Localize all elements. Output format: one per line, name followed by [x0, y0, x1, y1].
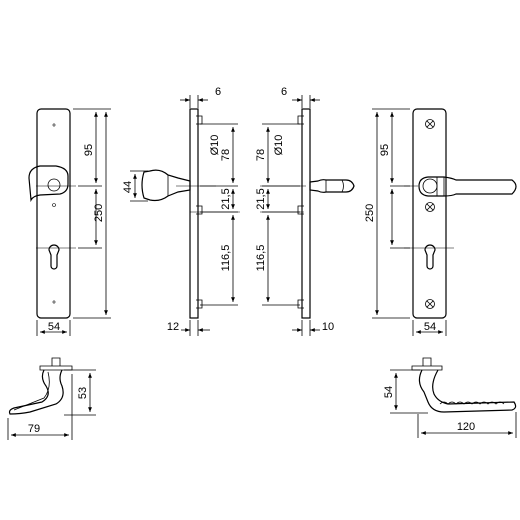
screw-mark-mid-left [52, 203, 56, 207]
rose-top-right [411, 357, 443, 371]
rosette-left [47, 178, 61, 192]
side-view-right: 6 78 Ø10 21,5 116,5 10 [255, 86, 355, 336]
dim-54-top: 54 [383, 386, 395, 398]
dim-d10-left: Ø10 [209, 135, 221, 156]
handle-stub-left [28, 165, 69, 203]
dim-10: 10 [322, 321, 334, 333]
dim-12: 12 [167, 321, 179, 333]
dim-116-5-left: 116,5 [220, 245, 232, 272]
front-view-left: 95 250 54 [28, 108, 111, 336]
dim-79: 79 [28, 423, 40, 435]
backplate-left [36, 108, 71, 319]
side-view-left: 6 Ø10 78 21,5 116,5 44 12 [122, 86, 240, 336]
keyhole-right [424, 244, 436, 270]
dim-250-left: 250 [93, 204, 105, 222]
rosette-right [422, 178, 438, 194]
handle-top-left [8, 369, 64, 415]
dim-95-right: 95 [379, 144, 391, 156]
screw-mid-right [425, 202, 435, 212]
top-view-left: 53 79 [7, 357, 96, 440]
dim-6-right: 6 [281, 86, 287, 98]
side-plate-left [189, 108, 199, 319]
top-view-right: 54 120 [383, 357, 517, 438]
lever-top-right [418, 369, 517, 413]
dim-21-5-left: 21,5 [220, 188, 232, 209]
dim-250-right: 250 [364, 204, 376, 222]
dim-120: 120 [457, 421, 475, 433]
backplate-right [412, 108, 447, 319]
dim-116-5-right: 116,5 [255, 245, 267, 272]
handle-profile-left [141, 169, 191, 202]
dim-d10-right: Ø10 [273, 135, 285, 156]
side-plate-right [301, 108, 311, 319]
lever-profile-right [309, 179, 355, 193]
dim-53: 53 [77, 387, 89, 399]
dim-44: 44 [122, 181, 134, 193]
keyhole-left [48, 244, 60, 270]
rose-top-left [39, 357, 73, 371]
dim-95-left: 95 [83, 144, 95, 156]
dim-78-left: 78 [220, 149, 232, 161]
front-view-right: 95 250 54 [364, 108, 517, 336]
screw-bottom-right [425, 299, 435, 309]
dim-54-right: 54 [424, 321, 436, 333]
dim-78-right: 78 [255, 149, 267, 161]
lever-right [418, 176, 517, 197]
screw-mark-bottom-left [52, 300, 56, 304]
dim-6-left: 6 [215, 86, 221, 98]
screw-mark-top-left [52, 123, 56, 127]
dim-21-5-right: 21,5 [255, 188, 267, 209]
screw-top-right [425, 119, 435, 129]
dim-54-left: 54 [48, 321, 60, 333]
